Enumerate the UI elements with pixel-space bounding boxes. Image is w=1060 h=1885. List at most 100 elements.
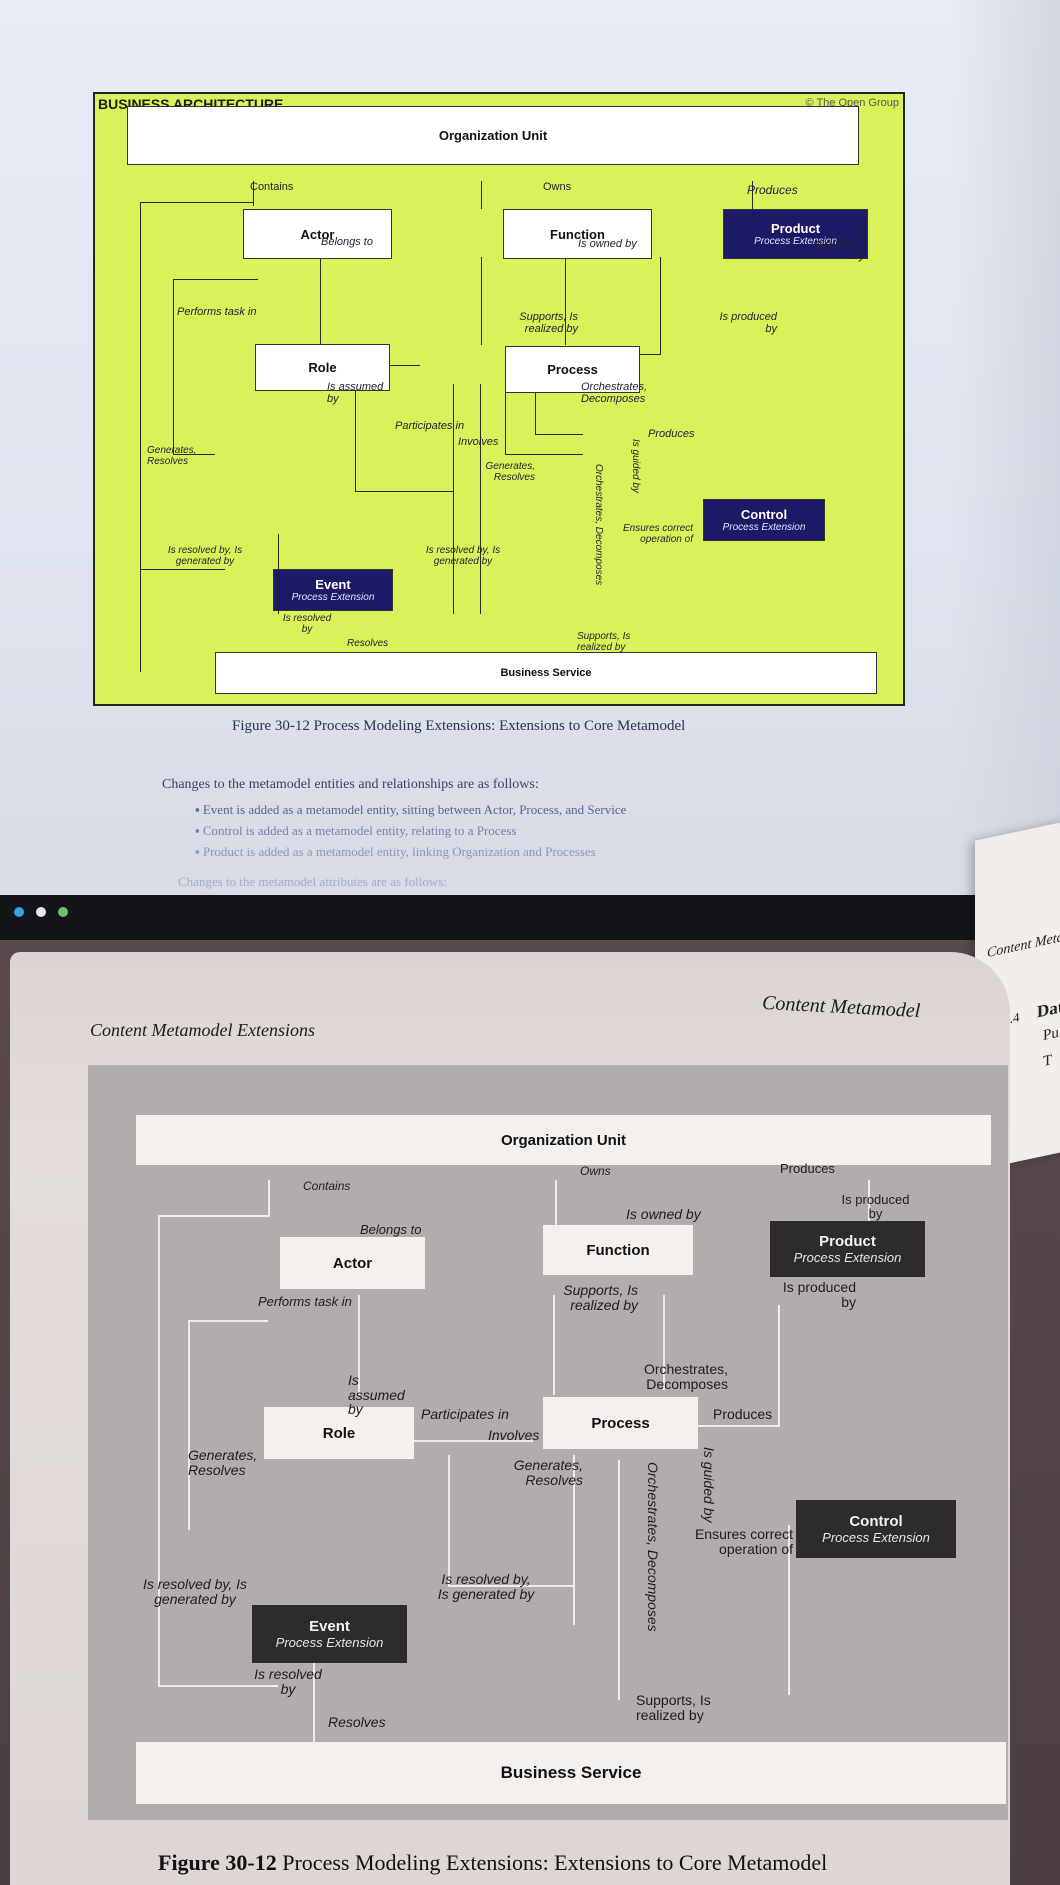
label-supports-realized: Supports, Is realized by — [519, 311, 578, 335]
label-supports-is-realized: Supports, Is realized by — [577, 631, 631, 653]
actor-entity: Actor — [280, 1237, 425, 1289]
label-owns: Owns — [580, 1164, 611, 1178]
product-entity: Product Process Extension — [723, 209, 868, 259]
label-produces: Produces — [747, 183, 798, 197]
connector — [173, 279, 174, 454]
right-page-word: Pu — [1043, 1024, 1059, 1045]
connector — [480, 384, 481, 614]
connector — [188, 1320, 190, 1530]
bullet-text: Control is added as a metamodel entity, … — [202, 823, 517, 838]
label-is-owned-by: Is owned by — [626, 1206, 701, 1222]
label-produces: Produces — [780, 1161, 835, 1176]
label-is-resolved-left: Is resolved by, Is generated by — [167, 545, 243, 567]
event-entity: Event Process Extension — [273, 569, 393, 611]
entity-label: Event — [309, 1618, 350, 1635]
entity-label: Event — [315, 577, 351, 592]
connector — [453, 499, 454, 614]
label-belongs-to: Belongs to — [360, 1222, 422, 1237]
connector — [355, 376, 356, 491]
connector — [173, 454, 215, 455]
connector — [313, 1660, 315, 1745]
label-is-resolved-mid: Is resolved by, Is generated by — [437, 1571, 535, 1602]
connector — [481, 181, 482, 209]
label-participates-in: Participates in — [421, 1406, 509, 1422]
label-belongs-to: Belongs to — [321, 236, 373, 248]
label-generates-resolves-left: Generates, Resolves — [147, 445, 197, 467]
label-resolves: Resolves — [347, 638, 389, 649]
label-involves: Involves — [488, 1427, 540, 1443]
entity-label: Function — [550, 226, 605, 242]
taskbar-icon — [58, 907, 68, 917]
connector — [140, 202, 141, 672]
entity-sublabel: Process Extension — [754, 236, 837, 247]
label-produces-mid: Produces — [648, 428, 695, 440]
entity-label: Role — [322, 1424, 356, 1442]
label-is-produced-by: Is produced by — [841, 1192, 910, 1221]
copyright: © The Open Group — [805, 97, 899, 109]
connector — [158, 1685, 278, 1687]
entity-sublabel: Process Extension — [822, 1530, 930, 1545]
connector — [788, 1525, 790, 1695]
process-entity: Process — [543, 1397, 698, 1449]
connector — [481, 257, 482, 345]
label-ensures-correct: Ensures correct operation of — [622, 523, 693, 545]
label-contains: Contains — [250, 181, 294, 193]
role-entity: Role — [255, 344, 390, 391]
business-service-entity: Business Service — [215, 652, 877, 694]
label-is-guided-by: Is guided by — [701, 1447, 717, 1523]
book-caption: Figure 30-12 Process Modeling Extensions… — [158, 1850, 828, 1875]
label-orchestrates-decomposes: Orchestrates, Decomposes — [643, 1361, 728, 1392]
entity-label: Organization Unit — [501, 1131, 626, 1149]
function-entity: Function — [543, 1225, 693, 1275]
connector — [505, 384, 506, 454]
bullet-item: ▪ Product is added as a metamodel entity… — [195, 844, 596, 859]
control-entity: Control Process Extension — [796, 1500, 956, 1558]
connector — [158, 1215, 160, 1685]
entity-sublabel: Process Extension — [722, 522, 806, 533]
label-is-owned-by: Is owned by — [578, 238, 637, 250]
connector — [555, 1180, 557, 1235]
book-header-left: Content Metamodel Extensions — [90, 1020, 315, 1040]
product-entity: Product Process Extension — [770, 1221, 925, 1277]
label-is-assumed-by: Is assumed by — [327, 381, 384, 405]
entity-label: Control — [849, 1513, 903, 1530]
connector — [752, 181, 753, 216]
connector — [158, 1215, 270, 1217]
entity-label: Organization Unit — [438, 128, 548, 143]
label-is-resolved-by: Is resolved by — [282, 613, 332, 635]
label-performs-task-in: Performs task in — [258, 1294, 352, 1309]
label-is-produced-by-2: Is produced by — [782, 1279, 856, 1310]
label-supports-is-realized: Supports, Is realized by — [636, 1692, 711, 1723]
label-is-resolved-mid: Is resolved by, Is generated by — [425, 545, 501, 567]
label-is-produced-by-2: Is produced by — [719, 311, 777, 335]
label-involves: Involves — [458, 436, 499, 448]
connector — [268, 1180, 270, 1215]
screen-outro: Changes to the metamodel attributes are … — [178, 874, 447, 889]
connector — [253, 181, 254, 206]
entity-label: Business Service — [500, 1763, 642, 1782]
caption-text: Process Modeling Extensions: Extensions … — [282, 1850, 828, 1875]
label-is-resolved-left: Is resolved by, Is generated by — [142, 1576, 247, 1607]
bullet-item: ▪ Control is added as a metamodel entity… — [195, 823, 517, 838]
label-participates-in: Participates in — [395, 420, 465, 432]
screen-intro: Changes to the metamodel entities and re… — [162, 777, 539, 792]
bullet-list: ▪ Event is added as a metamodel entity, … — [195, 802, 626, 860]
label-is-guided-by: Is guided by — [630, 439, 641, 493]
entity-label: Control — [740, 507, 788, 522]
connector — [453, 384, 454, 499]
entity-label: Business Service — [500, 667, 592, 679]
connector — [413, 1440, 533, 1442]
entity-label: Actor — [332, 1254, 373, 1272]
taskbar-icon — [36, 907, 46, 917]
entity-label: Role — [308, 360, 337, 375]
entity-sublabel: Process Extension — [793, 1250, 902, 1265]
connector — [358, 1295, 360, 1395]
screen-glare — [950, 0, 1060, 905]
book-diagram: BUSINESS ARCHITECTURE Organization Unit … — [88, 1065, 1008, 1820]
connector — [778, 1305, 780, 1425]
right-page-word: T — [1043, 1052, 1053, 1071]
screen-diagram: BUSINESS ARCHITECTURE © The Open Group O… — [93, 92, 905, 706]
label-generates-resolves-mid: Generates, Resolves — [513, 1457, 583, 1488]
entity-sublabel: Process Extension — [291, 592, 375, 603]
label-is-assumed-by: Is assumed by — [348, 1372, 405, 1418]
